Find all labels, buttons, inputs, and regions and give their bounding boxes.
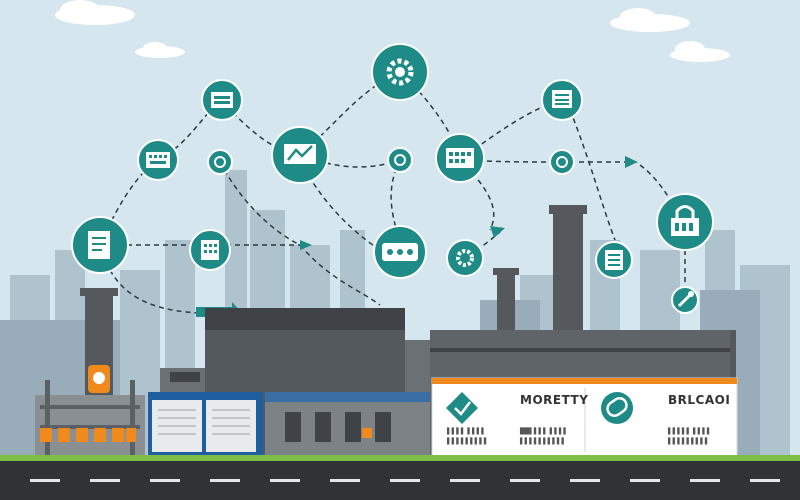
network-nodes [71, 43, 714, 314]
sensor-icon [387, 147, 413, 173]
road-markings [30, 479, 780, 482]
list-icon [541, 79, 583, 121]
gear-icon [371, 43, 429, 101]
dashboard-icon [201, 79, 243, 121]
card-title: BRLCAOI [668, 393, 731, 407]
sensor-icon [549, 149, 575, 175]
card-label: ▌▌▌▌▌▌▌▌▌ [447, 438, 489, 445]
refinery-structure [35, 365, 145, 455]
diamond-check-icon [446, 392, 478, 424]
document-icon [71, 216, 129, 274]
card-subtitle: ██▌▌▌▌ ▌▌▌▌ [520, 428, 569, 435]
monitor-icon [271, 126, 329, 184]
info-card-panel [431, 377, 738, 459]
card-subtitle: ▌▌▌▌▌ ▌▌▌▌ [668, 428, 712, 435]
card-title: MORETTY [520, 393, 589, 407]
lock-icon [656, 193, 714, 251]
card-label: ▌▌▌▌ ▌▌▌▌ [447, 428, 486, 435]
loop-badge-icon [601, 392, 633, 424]
chart-icon [595, 241, 633, 279]
database-icon [373, 225, 427, 279]
grass-strip [0, 455, 800, 461]
keyboard-icon [137, 139, 179, 181]
clouds [55, 0, 730, 62]
settings-icon [446, 239, 484, 277]
building-icon [189, 229, 231, 271]
card-subtitle: ▌▌▌▌▌▌▌▌▌ [668, 438, 710, 445]
calendar-icon [435, 133, 485, 183]
tool-icon [671, 286, 699, 314]
sensor-icon [207, 149, 233, 175]
card-subtitle: ▌▌▌▌▌▌▌▌▌▌ [520, 438, 567, 445]
